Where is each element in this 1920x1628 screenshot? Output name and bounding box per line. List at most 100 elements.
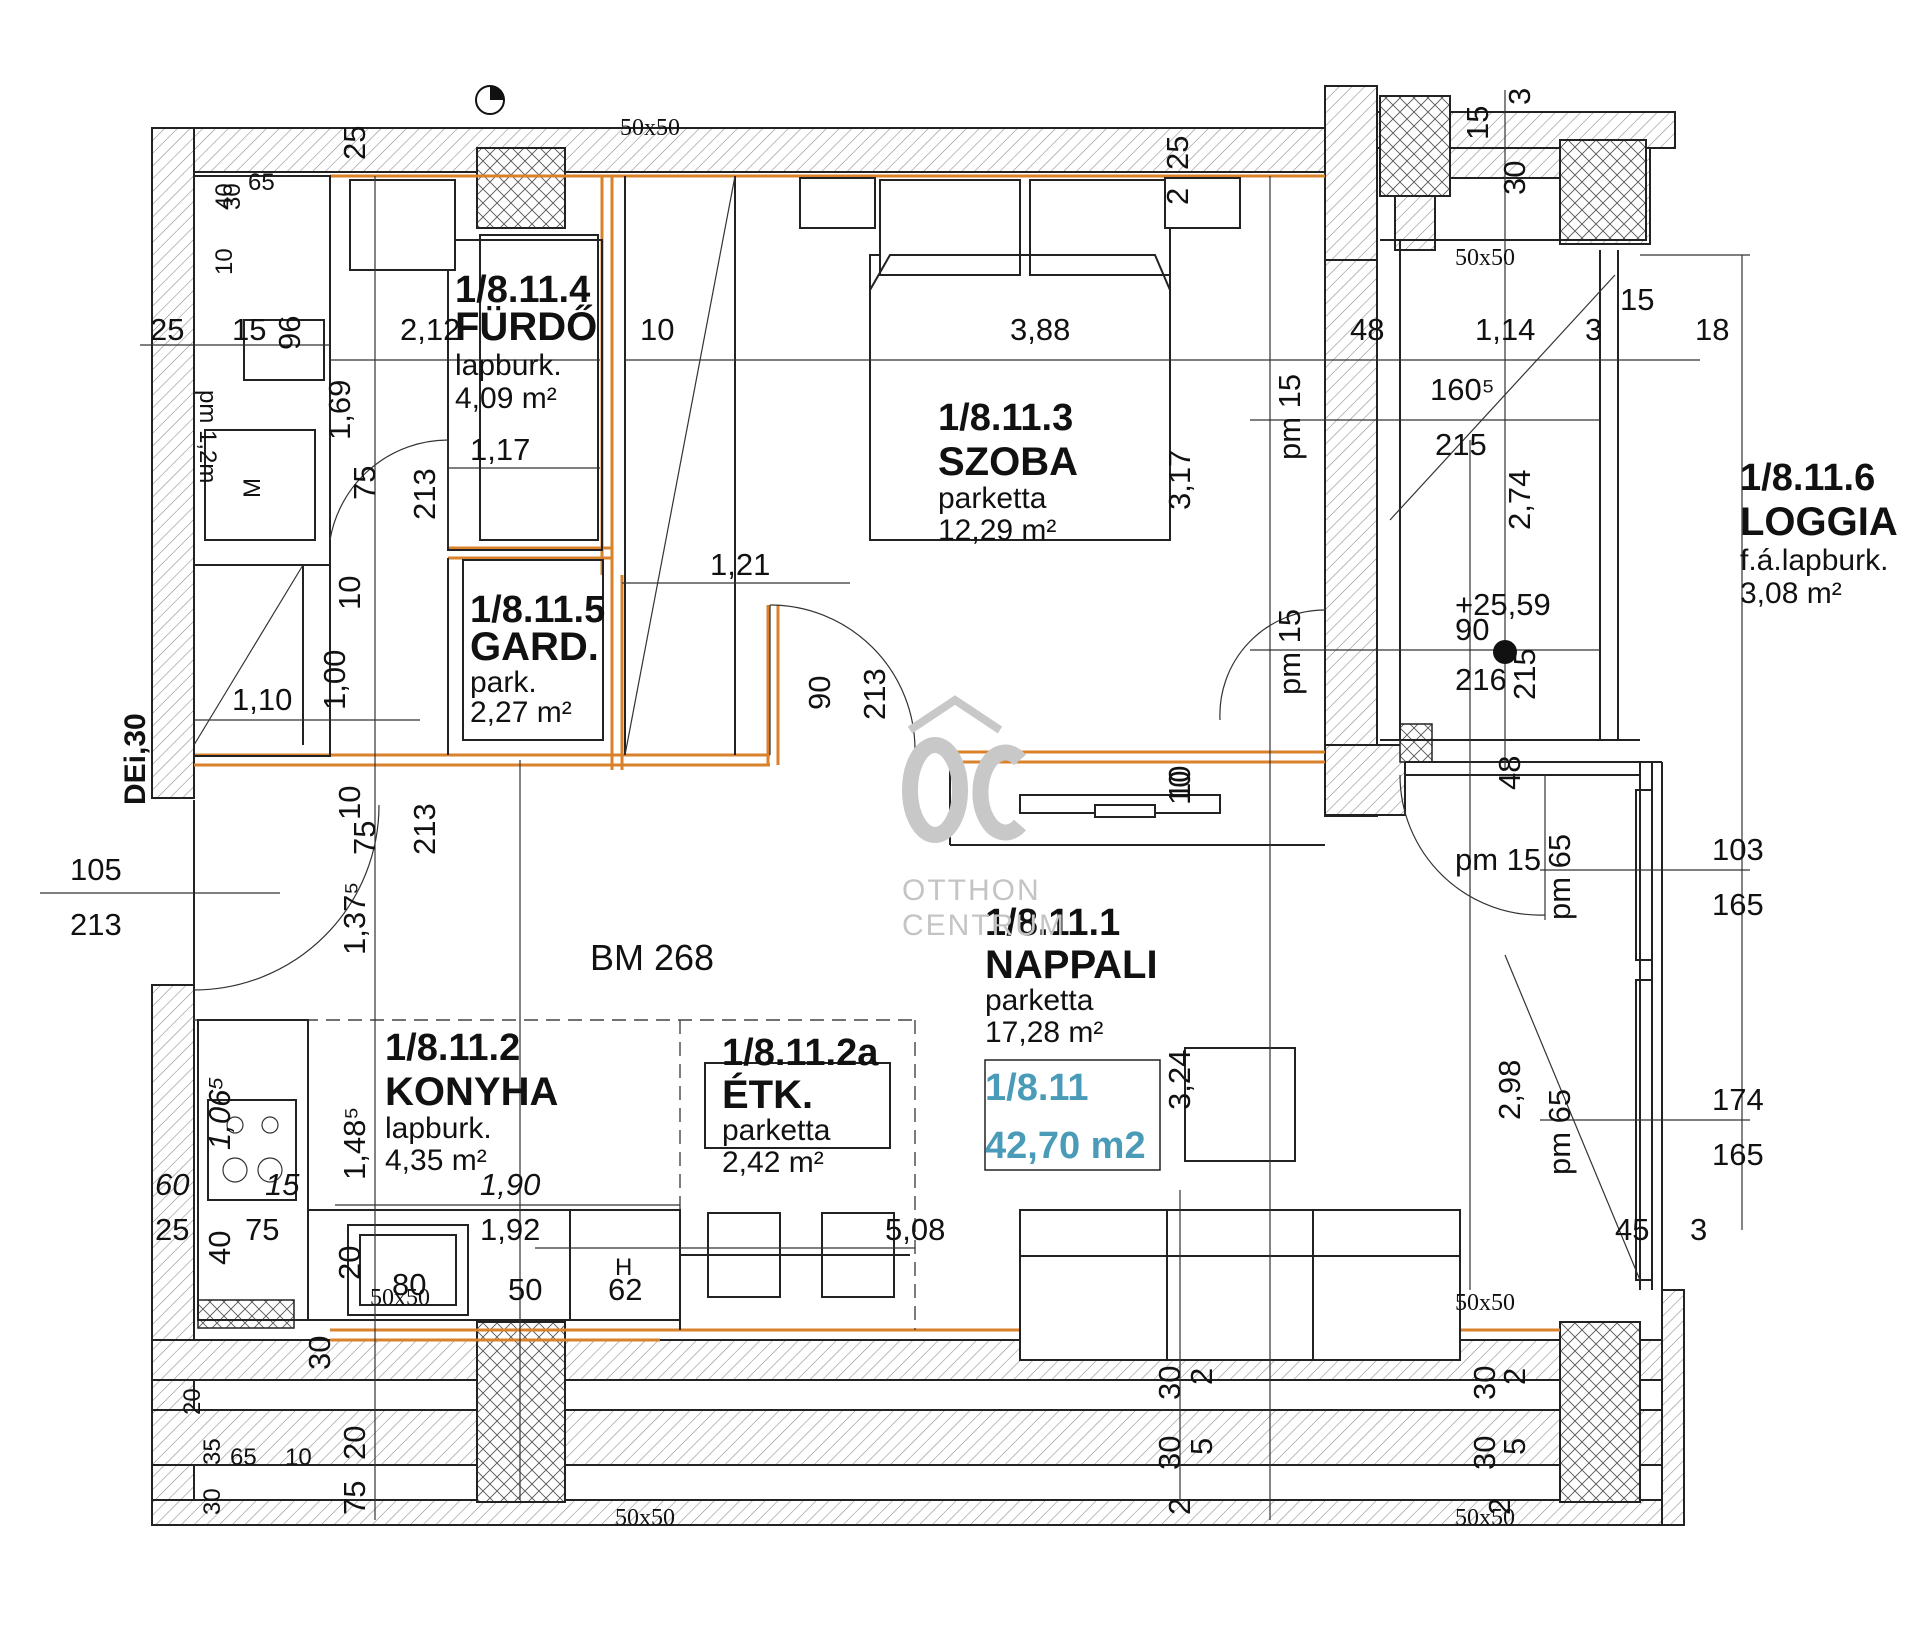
dimension: 40 — [202, 1231, 237, 1265]
dimension: 5 — [1184, 1438, 1219, 1455]
dimension: 160⁵ — [1430, 372, 1495, 407]
dimension: 20 — [332, 1246, 367, 1280]
dimension: 3,17 — [1162, 450, 1197, 510]
entrance-label: BM 268 — [590, 937, 714, 978]
dimension: 1,14 — [1475, 312, 1535, 347]
dimension: 1,06⁵ — [202, 1077, 237, 1150]
dimension-labels: 25 25 2 3 15 30 50x50 50x50 2,12 10 1,17… — [70, 88, 1764, 1531]
dimension: 5 — [1497, 1438, 1532, 1455]
room-szoba: 1/8.11.3 SZOBA parketta 12,29 m² — [938, 397, 1078, 547]
room-area: 3,08 m² — [1740, 577, 1842, 610]
room-name: SZOBA — [938, 440, 1078, 484]
dimension: 75 — [347, 466, 382, 500]
dimension: 25 — [150, 312, 184, 347]
apartment-area: 42,70 m2 — [985, 1125, 1146, 1167]
dimension: 215 — [1507, 648, 1542, 700]
dimension: 10 — [1162, 771, 1197, 805]
room-area: 4,35 m² — [385, 1144, 487, 1177]
dimension: 215 — [1435, 427, 1487, 462]
room-fürdő: 1/8.11.4 FÜRDŐ lapburk. 4,09 m² — [455, 269, 597, 415]
dimension: 65 — [248, 169, 275, 196]
dimension: 48 — [1492, 756, 1527, 790]
dimension: 213 — [407, 468, 442, 520]
dimension: 1,90 — [480, 1167, 540, 1202]
dimension: 50x50 — [1455, 245, 1515, 271]
room-floor: f.á.lapburk. — [1740, 544, 1888, 577]
dimension: 25 — [155, 1212, 189, 1247]
otthon-centrum-logo: OTTHON CENTRUM — [902, 695, 1064, 942]
washer-label: M — [239, 478, 266, 498]
dimension: 18 — [1695, 312, 1729, 347]
dimension: 3 — [1585, 312, 1602, 347]
dimension: 165 — [1712, 887, 1764, 922]
dimension: 1,21 — [710, 547, 770, 582]
dimension: 213 — [857, 668, 892, 720]
dimension: 15 — [1460, 106, 1495, 140]
room-name: KONYHA — [385, 1070, 558, 1114]
dimension: 50x50 — [1455, 1505, 1515, 1531]
room-floor: lapburk. — [385, 1112, 492, 1145]
apartment-code: 1/8.11 — [985, 1067, 1089, 1109]
dimension: 10 — [211, 248, 238, 275]
dimension: 45 — [1615, 1212, 1649, 1247]
dimension: 2 — [1497, 1368, 1532, 1385]
dimension: 30 — [1467, 1436, 1502, 1470]
dimension: pm 65 — [1542, 834, 1577, 920]
dimension: 1,17 — [470, 432, 530, 467]
dimension: 50x50 — [620, 115, 680, 141]
dimension: 90 — [1455, 612, 1489, 647]
room-code: 1/8.11.4 — [455, 269, 590, 311]
dimension: 30 — [1467, 1366, 1502, 1400]
logo-line-1: OTTHON — [902, 874, 1041, 907]
room-name: FÜRDŐ — [455, 303, 597, 349]
room-area: 17,28 m² — [985, 1016, 1103, 1049]
dimension: 2 — [1160, 188, 1195, 205]
dimension: 90 — [802, 676, 837, 710]
dimension: 10 — [640, 312, 674, 347]
dimension: 15 — [265, 1167, 300, 1202]
room-area: 12,29 m² — [938, 514, 1056, 547]
dimension: 48 — [1350, 312, 1384, 347]
dimension: 1,37⁵ — [337, 882, 372, 955]
dimension: 30 — [219, 183, 246, 210]
dimension: 10 — [332, 786, 367, 820]
dimension: 213 — [70, 907, 122, 942]
dimension: 50 — [508, 1272, 542, 1307]
room-code: 1/8.11.1 — [985, 902, 1120, 944]
dimension-lines — [40, 85, 1750, 1520]
dimension: 2,74 — [1502, 470, 1537, 530]
dimension: 20 — [179, 1388, 206, 1415]
dimension: 30 — [1152, 1366, 1187, 1400]
dimension: 1,92 — [480, 1212, 540, 1247]
dimension: 75 — [337, 1481, 372, 1515]
room-code: 1/8.11.2 — [385, 1027, 520, 1069]
dimension: 2 — [1162, 1498, 1197, 1515]
room-konyha: 1/8.11.2 KONYHA lapburk. 4,35 m² — [385, 1027, 558, 1177]
dimension: 15 — [1620, 282, 1654, 317]
room-floor: parketta — [938, 482, 1047, 515]
room-floor: park. — [470, 666, 537, 699]
dimension: 35 — [199, 1438, 226, 1465]
dimension: 75 — [347, 821, 382, 855]
dimension: 30 — [1497, 161, 1532, 195]
door-swings — [193, 439, 1641, 1281]
room-code: 1/8.11.2a — [722, 1032, 879, 1074]
dimension: 1,00 — [317, 650, 352, 710]
dimension: 25 — [1160, 136, 1195, 170]
apartment-total: 1/8.11 42,70 m2 — [984, 1059, 1161, 1171]
room-floor: parketta — [985, 984, 1094, 1017]
dimension: 10 — [1162, 766, 1197, 800]
dimension: 1,48⁵ — [337, 1107, 372, 1180]
dimension: 2,98 — [1492, 1060, 1527, 1120]
dimension: pm 1,2m — [194, 390, 221, 483]
dimension: 96 — [272, 316, 307, 350]
room-area: 2,42 m² — [722, 1146, 824, 1179]
dimension: 2 — [1482, 1498, 1517, 1515]
dimension: 105 — [70, 852, 122, 887]
dimension: 216 — [1455, 662, 1507, 697]
room-floor: parketta — [722, 1114, 831, 1147]
dimension: 30 — [1152, 1436, 1187, 1470]
room-floor: lapburk. — [455, 349, 562, 382]
dimension: 80 — [392, 1267, 426, 1302]
